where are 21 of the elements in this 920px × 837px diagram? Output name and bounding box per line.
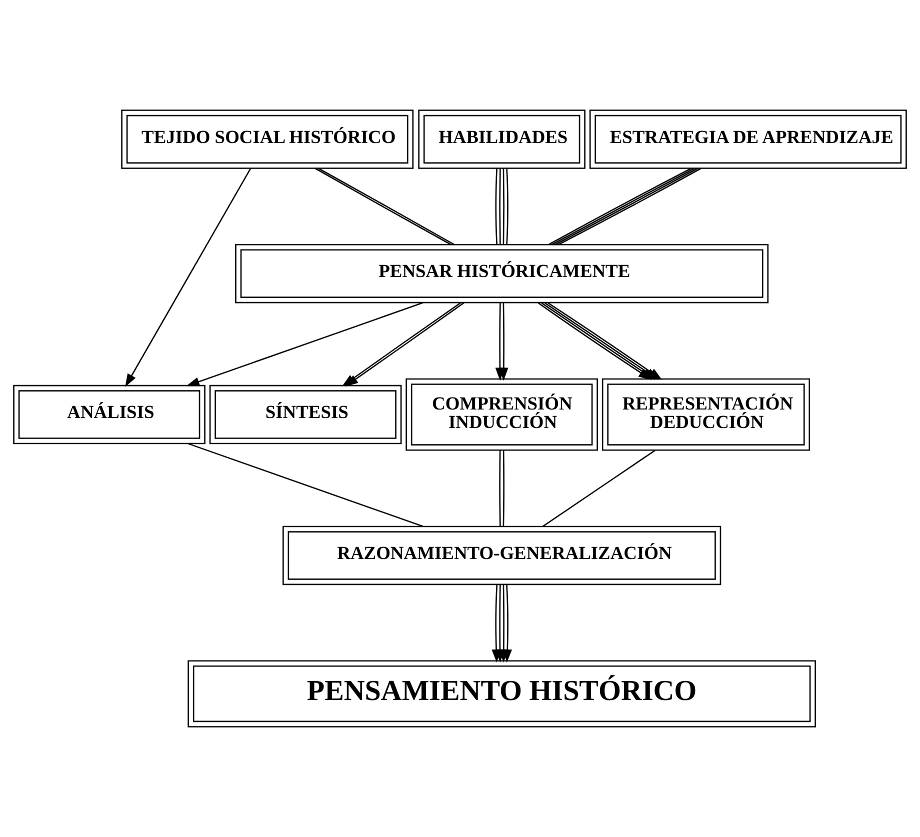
node-box: ANÁLISIS	[13, 384, 206, 444]
node-box: PENSAMIENTO HISTÓRICO	[188, 660, 816, 728]
connector	[502, 450, 504, 526]
connector	[499, 450, 501, 526]
node-box: ESTRATEGIA DE APRENDIZAJE	[589, 110, 907, 169]
connector	[495, 168, 498, 244]
connector	[542, 450, 656, 527]
node-box: TEJIDO SOCIAL HISTÓRICO	[121, 110, 414, 169]
arrow	[125, 168, 252, 388]
node-box: COMPRENSIÓN INDUCCIÓN	[406, 378, 598, 451]
connector	[502, 168, 504, 244]
arrow	[499, 302, 508, 381]
node-box: HABILIDADES	[418, 110, 586, 169]
connector	[499, 168, 501, 244]
connector	[188, 443, 424, 528]
node-box: REPRESENTACIÓN DEDUCCIÓN	[602, 378, 810, 451]
connector	[506, 168, 508, 244]
node-box: SÍNTESIS	[209, 384, 402, 444]
node-box: RAZONAMIENTO-GENERALIZACIÓN	[282, 526, 722, 586]
node-box: PENSAR HISTÓRICAMENTE	[235, 244, 769, 304]
arrow	[502, 584, 512, 663]
